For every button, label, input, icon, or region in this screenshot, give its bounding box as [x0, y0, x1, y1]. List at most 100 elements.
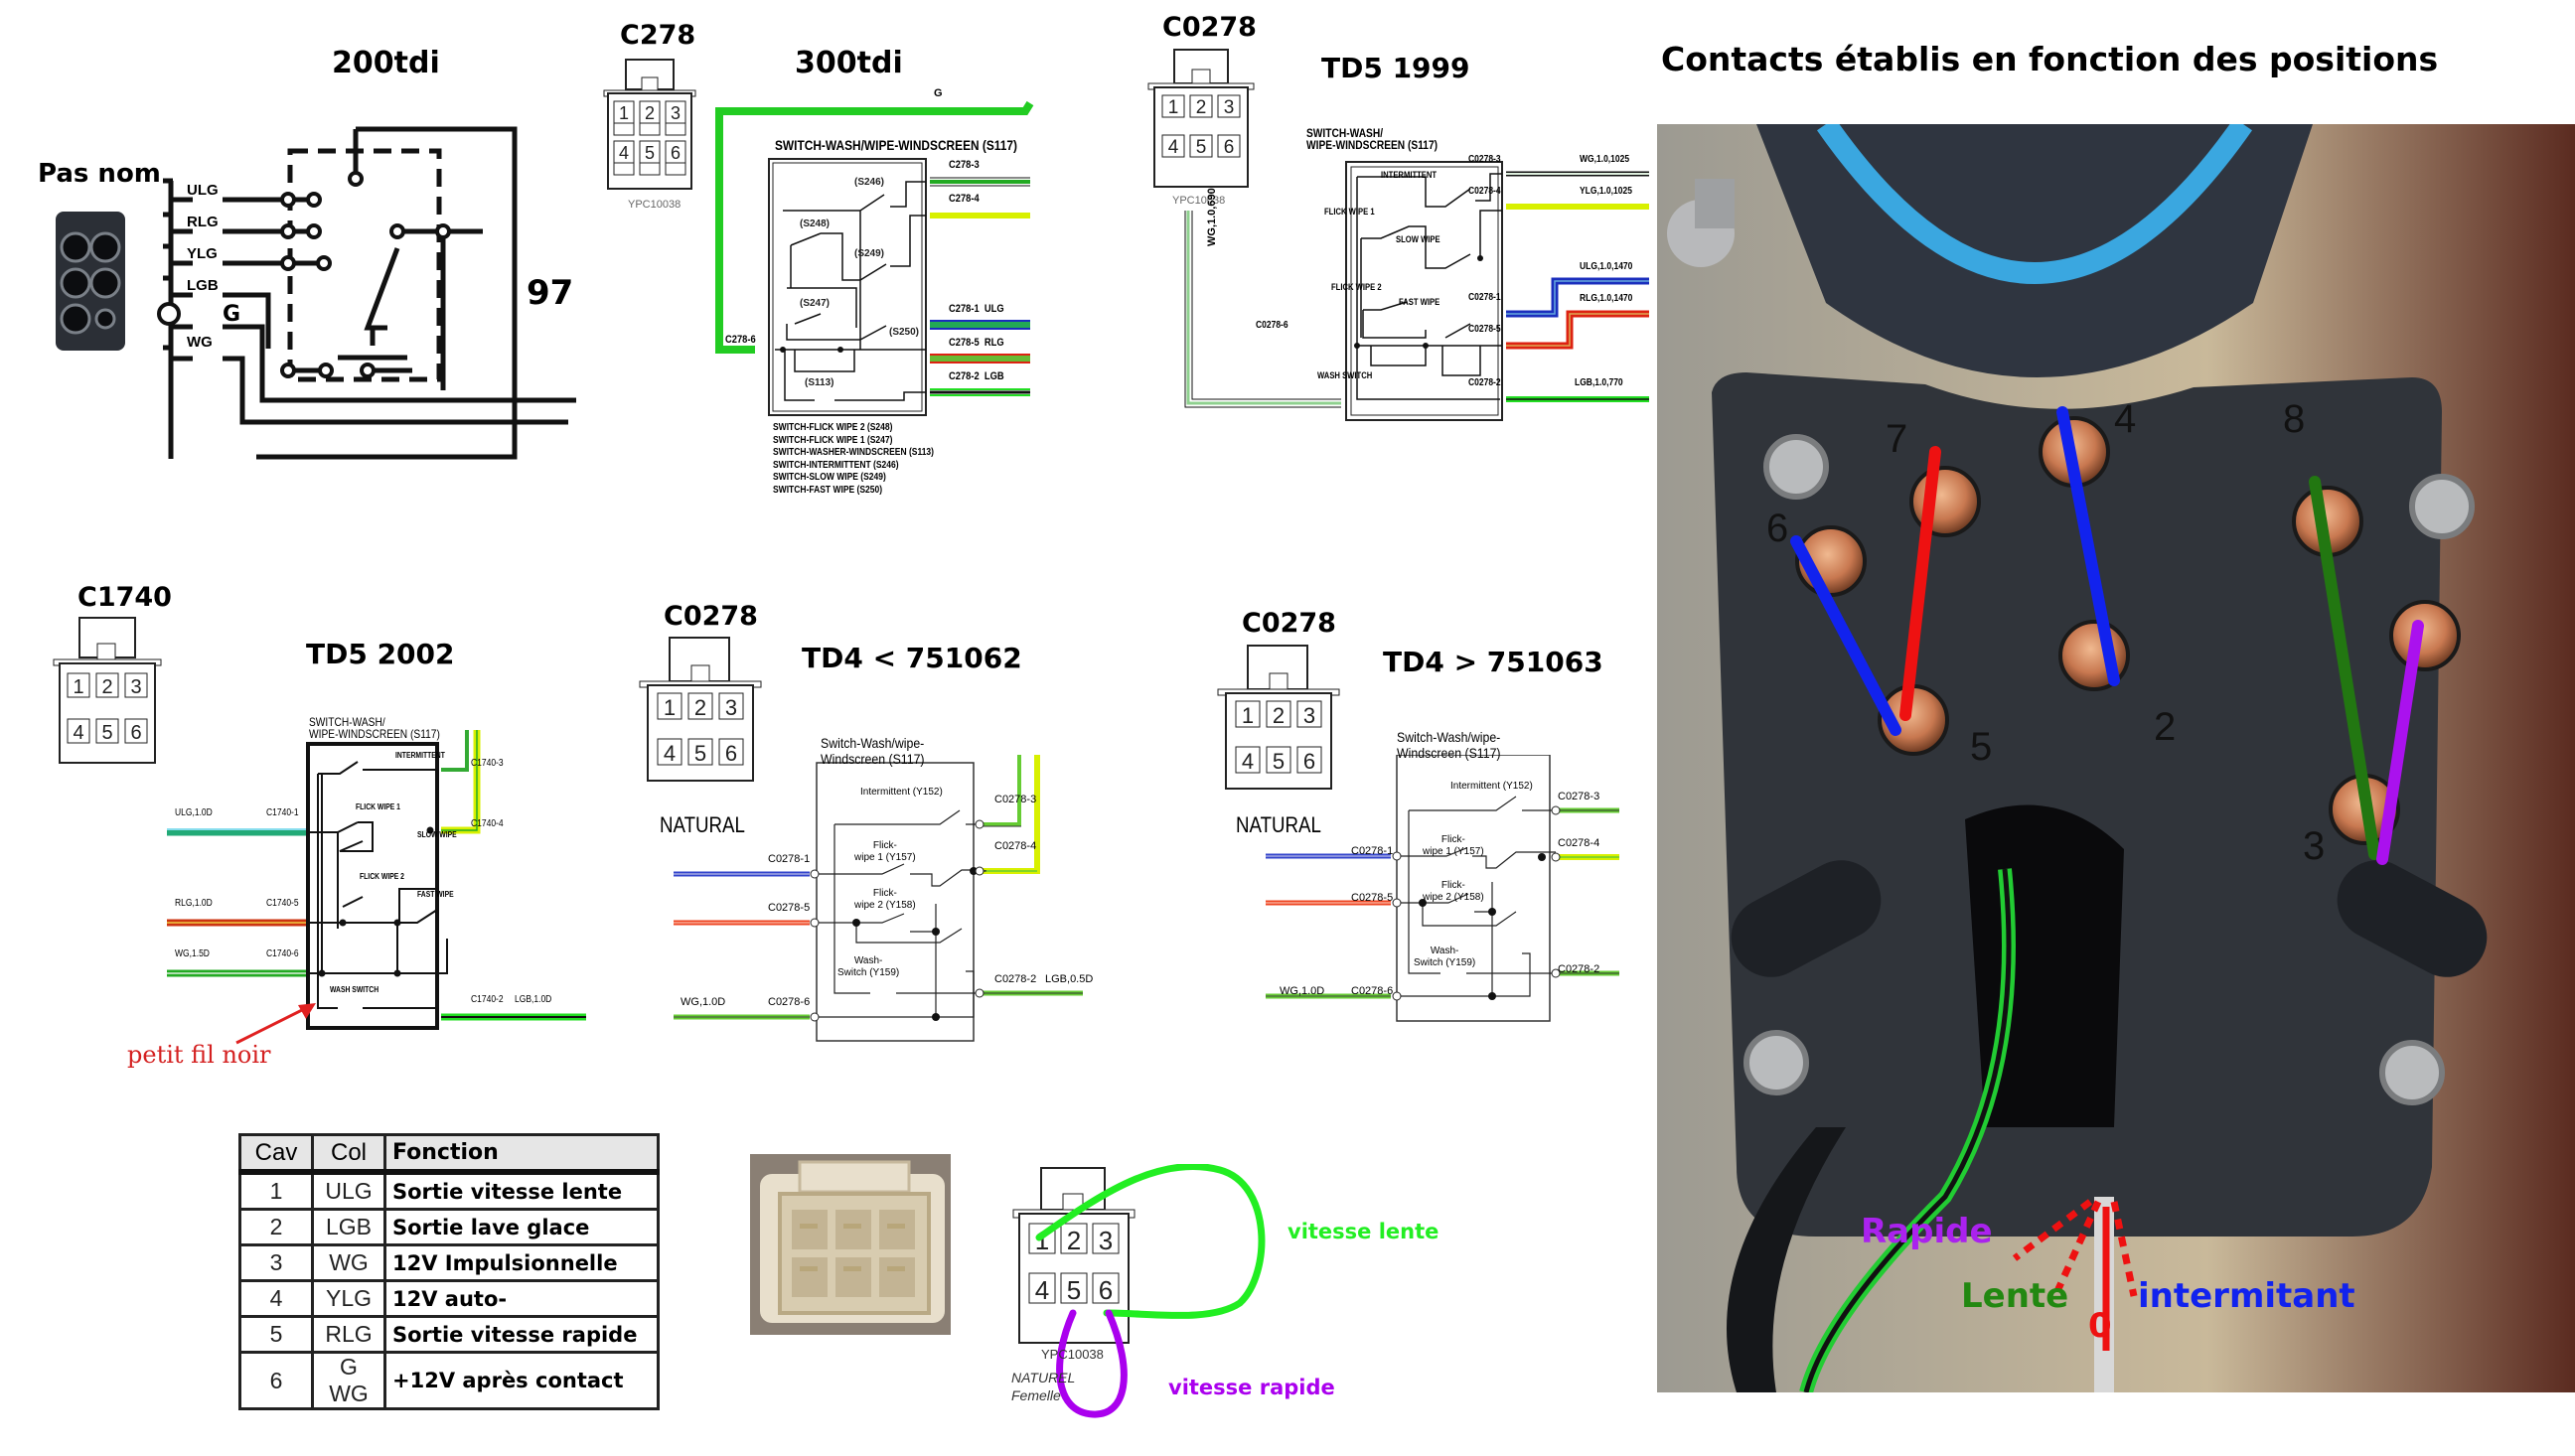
- internal-label: FAST WIPE: [1399, 297, 1440, 307]
- pin-color: RLG: [984, 337, 1004, 349]
- cell-fonction: 12V Impulsionnelle: [383, 1243, 660, 1282]
- wire-spec: ULG,1.0,1470: [1580, 261, 1633, 272]
- pin-label: C0278-4: [994, 840, 1037, 852]
- connector-part-c278: YPC10038: [628, 199, 682, 211]
- pin-label: C0278-6: [1351, 985, 1394, 997]
- pin-number: 1: [619, 103, 629, 123]
- fast-speed-jumper: [1056, 1309, 1128, 1418]
- pin-number: 3: [1303, 703, 1315, 728]
- cell-cav: 6: [238, 1351, 314, 1410]
- legend-item: SWITCH-WASHER-WINDSCREEN (S113): [773, 447, 934, 458]
- bridge-variant: NATUREL Femelle: [1011, 1369, 1075, 1404]
- connector-name-c0278: C0278: [664, 601, 758, 632]
- pin-number: 3: [671, 103, 681, 123]
- pin-label: C0278-2: [1558, 963, 1600, 975]
- cell-col: RLG: [311, 1315, 386, 1354]
- switch-title-line: WIPE-WINDSCREEN (S117): [1306, 138, 1439, 152]
- contact-number: 6: [1766, 507, 1788, 550]
- pin-label: C0278-4: [1468, 186, 1501, 197]
- pin-color: ULG: [984, 303, 1004, 315]
- schematic-td4-old: [674, 755, 1083, 1042]
- pin-number: 6: [130, 722, 141, 744]
- pin-label: C0278-5: [1468, 324, 1501, 335]
- pin-number: 4: [1168, 137, 1179, 158]
- internal-label: Flick-: [1440, 880, 1465, 891]
- pin-number: 4: [73, 722, 83, 744]
- cell-col: YLG: [311, 1279, 386, 1318]
- wire-spec: LGB,0.5D: [1045, 973, 1094, 985]
- pin-number: 5: [1273, 749, 1285, 774]
- wire-label: G: [223, 302, 241, 327]
- pin-label: C1740-3: [471, 758, 504, 769]
- switch-ref: (S249): [854, 248, 884, 259]
- connector-name-c278: C278: [620, 20, 696, 51]
- switch-title-line: SWITCH-WASH/: [309, 715, 385, 729]
- slow-speed-jumper: [1035, 1162, 1266, 1319]
- label-pas-nom: Pas nom: [38, 159, 161, 189]
- position-label-zero: 0: [2088, 1306, 2112, 1346]
- internal-label: Switch (Y159): [837, 967, 900, 978]
- pin-label: C278-3: [949, 159, 980, 171]
- pin-label: C0278-3: [1468, 154, 1501, 165]
- internal-label: FLICK WIPE 1: [1324, 207, 1375, 217]
- pin-number: 2: [1196, 97, 1207, 118]
- pin-number: 6: [671, 143, 681, 163]
- internal-label-group: Flick-wipe 2 (Y158): [1423, 880, 1484, 904]
- switch-ref: (S113): [805, 377, 833, 388]
- contact-number: 2: [2154, 705, 2176, 749]
- pin-label: C278-2 LGB: [949, 370, 1004, 382]
- wire-spec: LGB,1.0D: [515, 994, 552, 1005]
- pin-number: 6: [1224, 137, 1235, 158]
- internal-label: INTERMITTENT: [395, 751, 445, 760]
- link-8-3: [2309, 476, 2380, 860]
- connector-name-c0278: C0278: [1242, 608, 1336, 639]
- cell-cav: 5: [238, 1315, 314, 1354]
- pin-number: 5: [1067, 1275, 1081, 1305]
- switch-title-line: Switch-Wash/wipe-: [1397, 729, 1501, 745]
- position-label-intermitant: intermitant: [2138, 1276, 2355, 1316]
- switch-title-td5-1999: SWITCH-WASH/ WIPE-WINDSCREEN (S117): [1306, 127, 1438, 151]
- cell-col: G WG: [311, 1351, 386, 1410]
- pin-number: 3: [1099, 1226, 1113, 1255]
- contact-number: 7: [1886, 417, 1907, 461]
- contact-number: 3: [2303, 824, 2325, 868]
- pin-number: 6: [1303, 749, 1315, 774]
- pin-label: C278-5 RLG: [949, 337, 1004, 349]
- wire-label: WG: [187, 334, 213, 351]
- cell-fonction: Sortie vitesse lente: [383, 1170, 660, 1211]
- pin-label: C1740-6: [266, 948, 299, 959]
- wire-spec: YLG,1.0,1025: [1580, 186, 1632, 197]
- switch-ref: (S250): [889, 327, 919, 338]
- cell-col: WG: [311, 1243, 386, 1282]
- pin-label: C0278-5: [768, 902, 811, 914]
- wire-spec: WG,1.5D: [175, 948, 210, 959]
- wire-label: YLG: [187, 245, 218, 262]
- pin-label: C0278-1: [768, 853, 811, 865]
- link-7-5: [1899, 446, 1941, 721]
- cell-cav: 1: [238, 1170, 314, 1211]
- internal-label-group: Flick-wipe 1 (Y157): [1423, 834, 1484, 858]
- title-td5-1999: TD5 1999: [1321, 52, 1470, 84]
- schematic-200tdi: [157, 126, 576, 460]
- pin-number: 3: [130, 676, 141, 698]
- internal-label: Wash-: [1430, 946, 1459, 956]
- link-4-2: [2056, 406, 2120, 686]
- switch-title-line: SWITCH-WASH/: [1306, 126, 1384, 140]
- cell-fonction: Sortie lave glace: [383, 1208, 660, 1246]
- variant-line: NATUREL: [1011, 1370, 1076, 1385]
- connector-holes-icon: [60, 231, 121, 335]
- link-6-5: [1790, 535, 1901, 736]
- internal-label: Wash-: [853, 955, 883, 966]
- pin-number: 3: [1224, 97, 1235, 118]
- feed-wire-td5-1999: WG,1.0,690: [1206, 188, 1218, 246]
- internal-label: FLICK WIPE 2: [1331, 282, 1382, 292]
- link-1-3: [2376, 620, 2424, 865]
- arrow-icon: [235, 1003, 316, 1045]
- internal-label: SLOW WIPE: [1396, 234, 1440, 244]
